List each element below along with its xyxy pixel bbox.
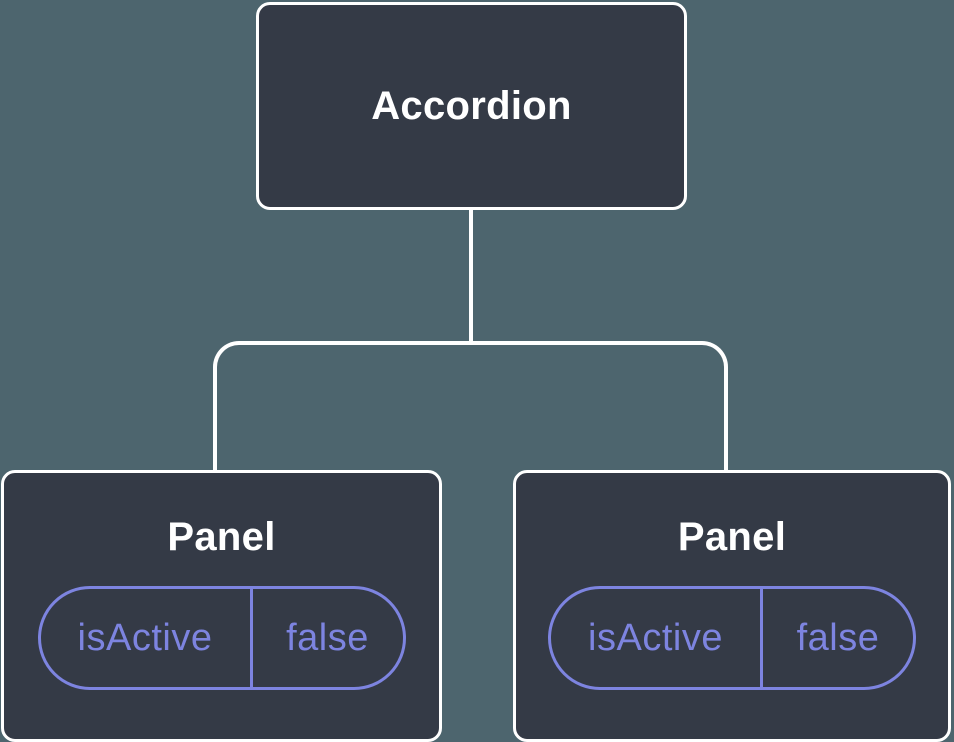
accordion-node: Accordion: [256, 2, 687, 210]
accordion-node-label: Accordion: [371, 83, 572, 128]
connector-branch: [213, 341, 728, 470]
panel-node-right: Panel isActive false: [513, 470, 951, 742]
state-value: false: [796, 616, 880, 659]
panel-node-label: Panel: [167, 515, 276, 559]
state-pill: isActive false: [548, 586, 916, 690]
state-key: isActive: [551, 589, 763, 687]
state-pill: isActive false: [37, 586, 406, 690]
panel-node-label: Panel: [677, 515, 787, 559]
panel-node-left: Panel isActive false: [1, 470, 442, 742]
connector-stem: [469, 209, 473, 345]
state-value: false: [286, 616, 369, 659]
state-key: isActive: [41, 589, 253, 687]
